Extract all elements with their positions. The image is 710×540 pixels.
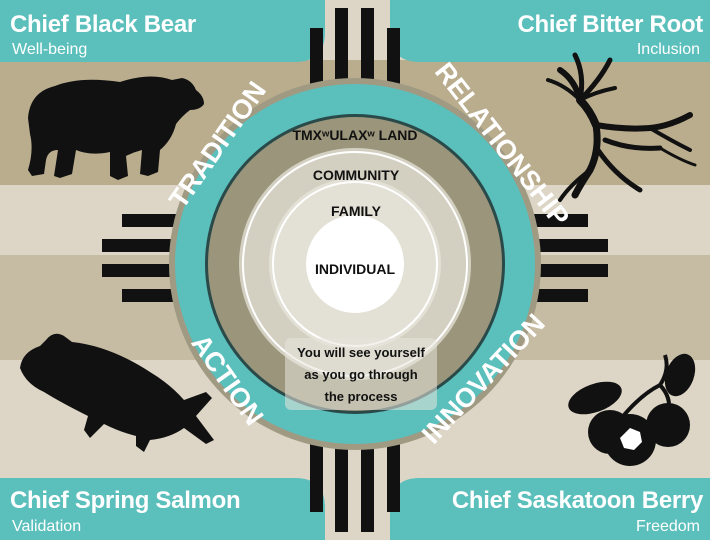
salmon-icon	[20, 333, 214, 452]
bitter-root-icon	[546, 52, 697, 202]
level-label-individual: INDIVIDUAL	[315, 261, 396, 277]
level-label-family: FAMILY	[331, 203, 382, 219]
saskatoon-berry-icon	[568, 353, 696, 466]
note-line-1: You will see yourself	[297, 345, 425, 360]
corner-title-top-left: Chief Black Bear	[10, 11, 196, 38]
process-note: You will see yourself as you go through …	[285, 338, 437, 410]
corner-title-bottom-left: Chief Spring Salmon	[10, 487, 240, 514]
corner-box-bottom-left: Chief Spring Salmon Validation	[0, 478, 325, 540]
corner-box-top-right: Chief Bitter Root Inclusion	[390, 0, 710, 62]
level-label-community: COMMUNITY	[313, 167, 400, 183]
individual-circle	[306, 215, 404, 313]
corner-box-top-left: Chief Black Bear Well-being	[0, 0, 325, 62]
note-line-2: as you go through	[304, 367, 417, 382]
corner-subtitle-bottom-right: Freedom	[636, 518, 700, 535]
corner-subtitle-bottom-left: Validation	[12, 518, 81, 535]
bear-icon	[28, 76, 204, 180]
level-label-land: TMXʷULAXʷ LAND	[292, 127, 417, 143]
corner-box-bottom-right: Chief Saskatoon Berry Freedom	[390, 478, 710, 540]
corner-title-top-right: Chief Bitter Root	[517, 11, 703, 38]
corner-subtitle-top-left: Well-being	[12, 41, 87, 58]
corner-title-bottom-right: Chief Saskatoon Berry	[452, 487, 704, 514]
corner-subtitle-top-right: Inclusion	[637, 41, 700, 58]
note-line-3: the process	[325, 389, 398, 404]
concentric-rings	[169, 78, 541, 450]
